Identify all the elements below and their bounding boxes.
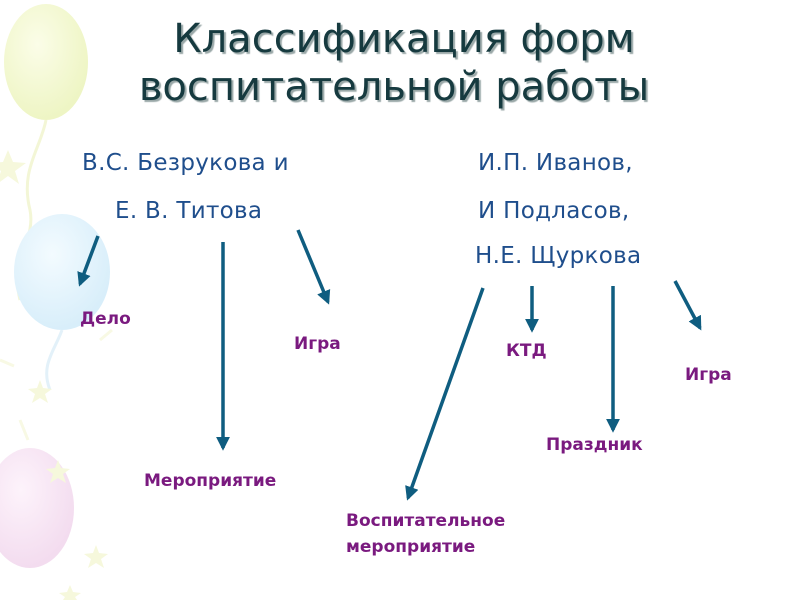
right-author-line-2: И Подласов, (478, 198, 630, 224)
form-label-igra-right: Игра (685, 365, 732, 385)
page-title-line-2: воспитательной работы (138, 64, 650, 110)
form-label-meropriyatie: Мероприятие (144, 471, 277, 491)
right-author-line-3: Н.Е. Щуркова (475, 243, 642, 269)
blue-balloon-icon (14, 214, 110, 391)
arrow-to-igra-left (296, 229, 331, 305)
form-label-ktd: КТД (506, 341, 547, 361)
sparkle-icon (0, 150, 108, 600)
form-label-delo: Дело (80, 309, 131, 329)
form-label-igra-left: Игра (294, 334, 341, 354)
form-label-vospitatelnoe-line-1: Воспитательное (346, 511, 506, 531)
arrow-to-igra-right (673, 280, 702, 331)
arrow-to-delo (77, 235, 100, 287)
form-label-prazdnik: Праздник (546, 435, 643, 455)
sun-rays-icon (0, 328, 113, 441)
arrow-to-vospitatelnoe (405, 287, 485, 501)
left-author-line-2: Е. В. Титова (115, 198, 263, 224)
left-author-line-1: В.С. Безрукова и (82, 150, 289, 176)
form-label-vospitatelnoe-meropriyatie: Воспитательное мероприятие (346, 508, 505, 560)
form-label-vospitatelnoe-line-2: мероприятие (346, 537, 476, 557)
right-author-line-1: И.П. Иванов, (478, 150, 633, 176)
page-title-line-1: Классификация форм (173, 16, 635, 62)
